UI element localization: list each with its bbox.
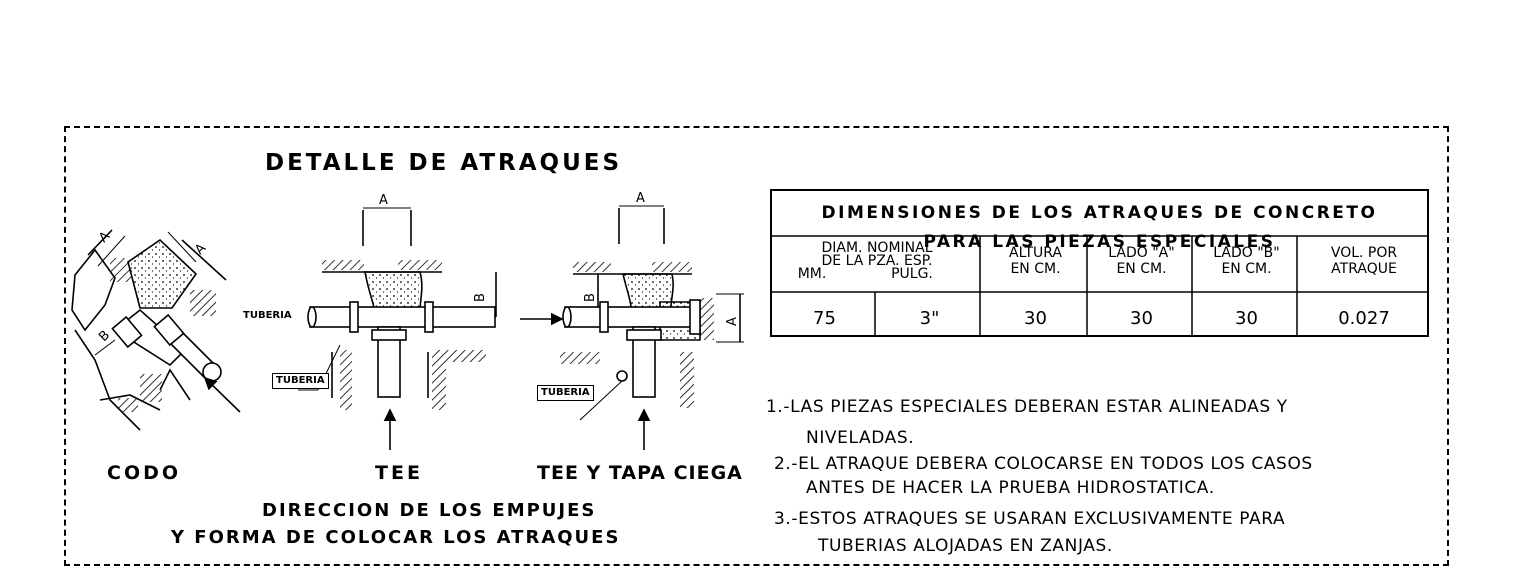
cell-vol: 0.027 (1338, 308, 1390, 329)
note-2-line-2: ANTES DE HACER LA PRUEBA HIDROSTATICA. (806, 478, 1215, 498)
header-diam-l2: DE LA PZA. ESP. (821, 253, 933, 269)
header-vol-l2: ATRAQUE (1331, 261, 1397, 277)
header-vol-l1: VOL. POR (1330, 245, 1398, 261)
cell-altura: 30 (1024, 308, 1047, 329)
caption-line-2: Y FORMA DE COLOCAR LOS ATRAQUES (171, 527, 621, 548)
table-grid (770, 235, 1429, 337)
dimensions-table: DIMENSIONES DE LOS ATRAQUES DE CONCRETO … (770, 189, 1429, 337)
table-title-line-1: DIMENSIONES DE LOS ATRAQUES DE CONCRETO (821, 203, 1378, 223)
header-lado-a-l2: EN CM. (1116, 261, 1167, 277)
note-1-line-2: NIVELADAS. (806, 428, 915, 448)
note-1-line-1: 1.-LAS PIEZAS ESPECIALES DEBERAN ESTAR A… (766, 397, 1288, 417)
label-tee-tapa: TEE Y TAPA CIEGA (537, 462, 743, 484)
tee-tapa-drawing (520, 205, 744, 450)
cell-mm: 75 (813, 308, 836, 329)
tee-dim-a: A (379, 193, 388, 208)
label-codo: CODO (107, 462, 182, 484)
tuberia-label-codo: TUBERIA (240, 309, 295, 323)
tuberia-label-tee: TUBERIA (272, 373, 329, 389)
codo-dim-a2: A (192, 241, 209, 258)
detail-title: DETALLE DE ATRAQUES (265, 150, 623, 176)
header-lado-b-l1: LADO "B" (1213, 245, 1280, 261)
note-3-line-2: TUBERIAS ALOJADAS EN ZANJAS. (818, 536, 1113, 556)
cell-pulg: 3" (919, 308, 940, 329)
header-diam-l1: DIAM. NOMINAL (821, 240, 933, 256)
header-mm: MM. (797, 266, 827, 282)
header-pulg: PULG. (891, 266, 933, 282)
header-lado-a-l1: LADO "A" (1108, 245, 1175, 261)
table-title-line-2: PARA LAS PIEZAS ESPECIALES (923, 232, 1276, 252)
note-2-line-1: 2.-EL ATRAQUE DEBERA COLOCARSE EN TODOS … (774, 454, 1313, 474)
tee-dim-b: B (473, 293, 488, 302)
label-tee: TEE (375, 462, 423, 484)
tee-drawing (298, 207, 497, 450)
tee-tapa-dim-a-side: A (725, 317, 740, 326)
drawing-frame (64, 126, 1449, 566)
cell-lado-a: 30 (1130, 308, 1153, 329)
cell-lado-b: 30 (1235, 308, 1258, 329)
codo-drawing (71, 229, 241, 431)
tee-tapa-dim-a: A (636, 191, 645, 206)
caption-line-1: DIRECCION DE LOS EMPUJES (262, 500, 597, 521)
header-altura-l1: ALTURA (1009, 245, 1062, 261)
note-3-line-1: 3.-ESTOS ATRAQUES SE USARAN EXCLUSIVAMEN… (774, 509, 1286, 529)
header-altura-l2: EN CM. (1010, 261, 1061, 277)
header-lado-b-l2: EN CM. (1221, 261, 1272, 277)
codo-dim-b: B (96, 328, 113, 345)
tuberia-label-tee-tapa: TUBERIA (537, 385, 594, 401)
tee-tapa-dim-b: B (583, 293, 598, 302)
